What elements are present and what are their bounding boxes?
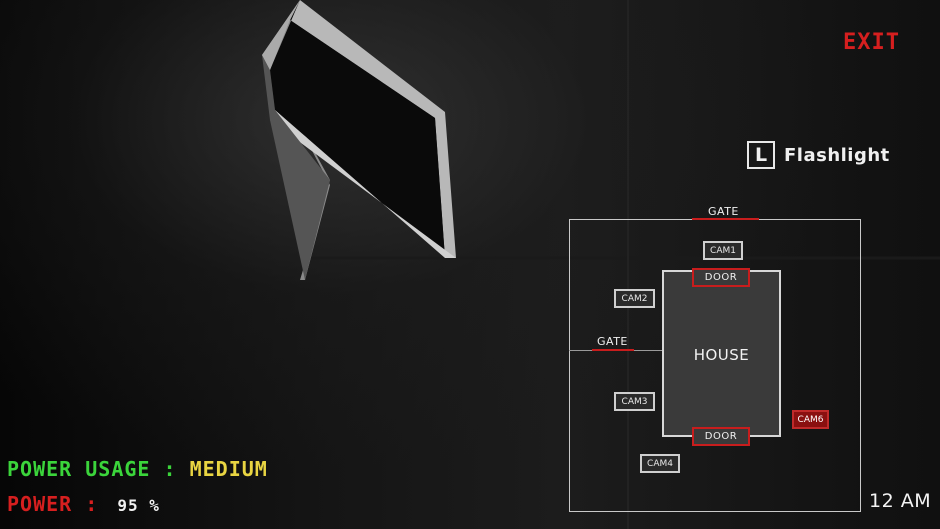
door-bottom-button[interactable]: DOOR bbox=[692, 427, 750, 446]
power-usage-separator: : bbox=[163, 457, 177, 481]
gate-top-line bbox=[692, 218, 759, 220]
house-label: HOUSE bbox=[693, 346, 750, 364]
power-value: 95 % bbox=[117, 496, 160, 515]
flashlight-key-icon: L bbox=[747, 141, 775, 169]
exit-button[interactable]: EXIT bbox=[843, 30, 900, 55]
power-usage-value: MEDIUM bbox=[189, 457, 268, 481]
power-usage-readout: POWER USAGE : MEDIUM bbox=[7, 457, 268, 481]
power-usage-label: POWER USAGE bbox=[7, 457, 151, 481]
night-clock: 12 AM bbox=[869, 490, 932, 512]
power-label: POWER bbox=[7, 492, 73, 516]
cam4-button[interactable]: CAM4 bbox=[640, 454, 680, 473]
cam2-button[interactable]: CAM2 bbox=[614, 289, 655, 308]
cam1-button[interactable]: CAM1 bbox=[703, 241, 743, 260]
flashlight-label: Flashlight bbox=[784, 144, 890, 166]
cam3-button[interactable]: CAM3 bbox=[614, 392, 655, 411]
cam6-button[interactable]: CAM6 bbox=[792, 410, 829, 429]
gate-top-label: GATE bbox=[708, 205, 739, 218]
gate-left-label: GATE bbox=[597, 335, 628, 348]
flashlight-hint[interactable]: L Flashlight bbox=[747, 139, 890, 171]
power-readout: POWER : 95 % bbox=[7, 492, 160, 516]
power-separator: : bbox=[85, 492, 99, 516]
gate-left-line bbox=[592, 349, 634, 351]
door-top-button[interactable]: DOOR bbox=[692, 268, 750, 287]
